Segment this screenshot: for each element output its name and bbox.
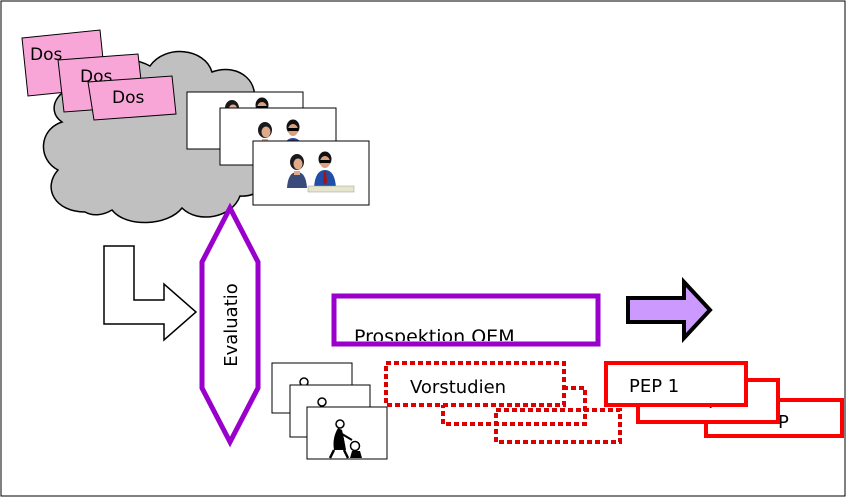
pep-box-1: PEP 1 bbox=[604, 361, 748, 407]
big-right-arrow bbox=[626, 276, 713, 344]
pep-label-1: PEP 1 bbox=[629, 376, 679, 397]
document-label-3: Dos bbox=[112, 88, 144, 108]
meeting-photo-icon bbox=[252, 140, 370, 206]
prospektion-box: Prospektion OEM bbox=[331, 293, 601, 348]
evaluation-label: Evaluatio bbox=[221, 283, 242, 367]
l-arrow bbox=[103, 245, 198, 342]
evaluation-hexagon: Evaluatio bbox=[199, 202, 261, 448]
pep-label-3: P bbox=[778, 412, 789, 433]
vorstudien-dotted-box-1 bbox=[384, 361, 566, 407]
vorstudien-dotted-group bbox=[384, 361, 622, 444]
document-label-1: Dos bbox=[30, 45, 62, 65]
prospektion-label: Prospektion OEM bbox=[354, 326, 515, 348]
document-tag-3: Dos bbox=[87, 75, 177, 121]
vorstudien-label: Vorstudien bbox=[410, 377, 506, 398]
worker-clipart-icon bbox=[306, 406, 388, 460]
